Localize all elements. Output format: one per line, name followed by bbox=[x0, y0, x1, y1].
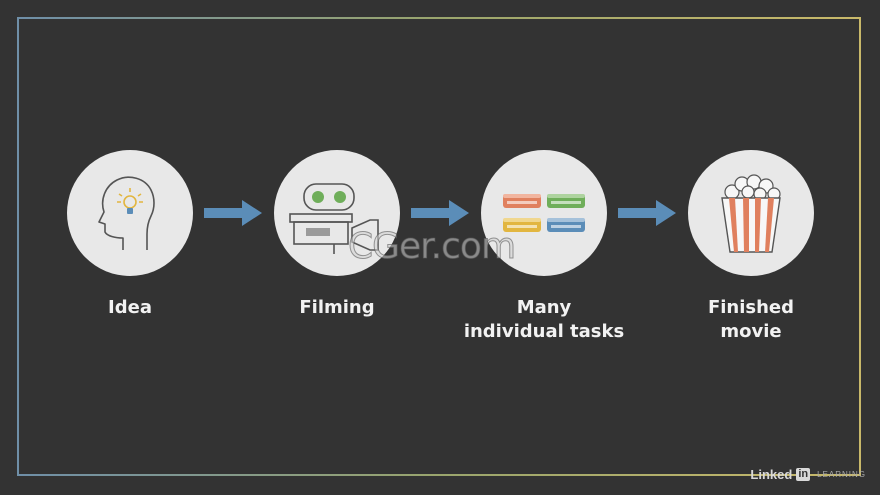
brand-sub: LEARNING bbox=[817, 470, 866, 479]
popcorn-icon bbox=[721, 174, 781, 253]
step-idea: Idea bbox=[67, 150, 193, 318]
watermark: CGer.com bbox=[347, 226, 516, 268]
brand-name: Linked bbox=[750, 467, 793, 482]
step-tasks-label-line-2: individual tasks bbox=[463, 321, 625, 342]
step-finished-movie: Finished movie bbox=[688, 150, 814, 342]
head-lightbulb-icon bbox=[98, 176, 155, 250]
step-finished-movie-circle bbox=[688, 150, 814, 276]
step-filming-circle bbox=[274, 150, 400, 276]
step-finished-movie-label: Finished movie bbox=[628, 296, 874, 344]
step-idea-label: Idea bbox=[7, 296, 253, 320]
step-finished-movie-label-line-2: movie bbox=[720, 321, 782, 342]
film-reel-orange bbox=[503, 194, 541, 208]
step-idea-label-line: Idea bbox=[108, 297, 152, 318]
film-reel-green bbox=[547, 194, 585, 208]
right-arrow-icon bbox=[411, 200, 469, 226]
step-tasks-circle bbox=[481, 150, 607, 276]
step-tasks-label: Many individual tasks bbox=[421, 296, 667, 344]
right-arrow-icon bbox=[204, 200, 262, 226]
step-tasks-label-line-1: Many bbox=[516, 297, 572, 318]
step-tasks: Many individual tasks bbox=[464, 150, 624, 342]
step-filming: Filming bbox=[274, 150, 400, 318]
film-camera-icon bbox=[289, 183, 379, 254]
step-filming-label: Filming bbox=[214, 296, 460, 320]
film-reel-blue bbox=[547, 218, 585, 232]
step-idea-circle bbox=[67, 150, 193, 276]
step-finished-movie-label-line-1: Finished bbox=[707, 297, 795, 318]
film-reels-icon bbox=[503, 194, 585, 232]
step-filming-label-line: Filming bbox=[299, 297, 375, 318]
brand-in-box: in bbox=[796, 468, 811, 481]
linkedin-learning-logo: Linked in LEARNING bbox=[750, 467, 866, 482]
film-reel-yellow bbox=[503, 218, 541, 232]
right-arrow-icon bbox=[618, 200, 676, 226]
